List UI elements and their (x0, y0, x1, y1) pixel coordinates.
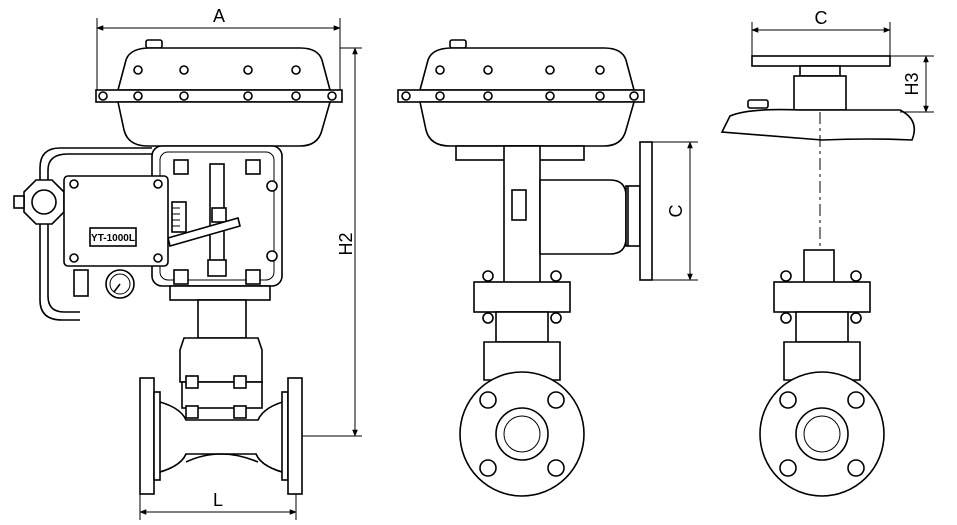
side-view: C (397, 39, 698, 497)
dimension-c-top: C (751, 8, 891, 56)
dimension-h3-label: H3 (902, 72, 922, 95)
dimension-c-side: C (652, 141, 698, 281)
dimension-c-side-label: C (666, 205, 686, 218)
dimension-l-label: L (213, 490, 223, 510)
dimension-h2-label: H2 (336, 232, 356, 255)
dimension-a-label: A (213, 6, 225, 26)
dimension-h2: H2 (302, 47, 362, 437)
valve-body-front (139, 299, 303, 495)
side-yoke-and-handwheel (455, 141, 653, 287)
handwheel-detail-view: C H3 (720, 8, 934, 497)
front-view: A (13, 6, 362, 520)
yoke-housing (151, 145, 283, 301)
detail-valve-body (759, 249, 885, 497)
positioner-yt1000l: YT-1000L (13, 147, 169, 321)
dimension-c-top-label: C (815, 8, 828, 28)
actuator-diaphragm-casing (95, 39, 343, 147)
dimension-h3: H3 (890, 55, 934, 113)
positioner-tag: YT-1000L (91, 233, 135, 244)
dimension-a: A (96, 6, 341, 98)
dimension-l: L (139, 490, 297, 520)
handwheel-and-stem (720, 55, 916, 141)
casing-bolts (98, 65, 337, 101)
side-valve-body (459, 270, 585, 497)
side-actuator-casing (397, 39, 645, 147)
